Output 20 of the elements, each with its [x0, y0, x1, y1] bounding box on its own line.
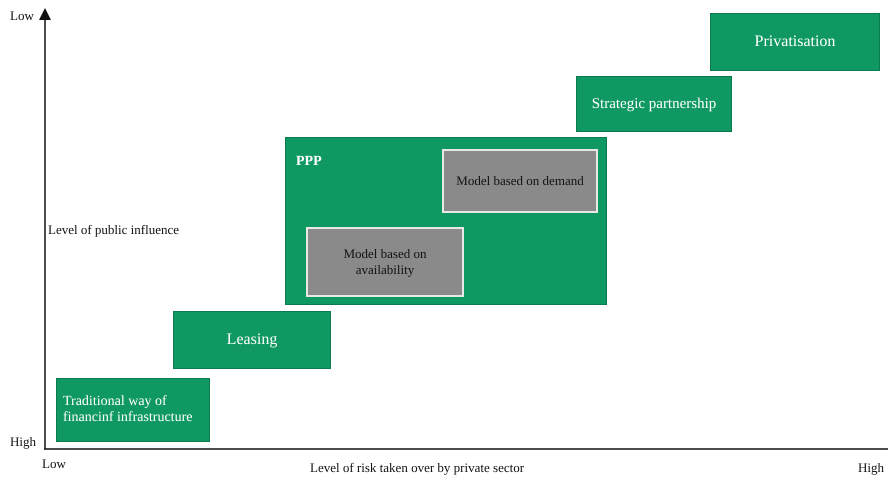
axis-title: Level of risk taken over by private sector	[310, 460, 524, 476]
box-label: Model based on availability	[342, 246, 428, 278]
group-title: PPP	[296, 154, 322, 170]
axis-title: Level of public influence	[48, 222, 180, 238]
box-label: Traditional way of financinf infrastructure	[62, 394, 194, 426]
model-box	[442, 149, 598, 213]
axis-end-label: High	[858, 460, 884, 476]
box-label: Model based on demand	[455, 173, 585, 189]
box-label: Strategic partnership	[590, 96, 718, 112]
model-box	[306, 227, 464, 297]
stage-box	[56, 378, 210, 442]
group-box	[285, 137, 607, 305]
stage-box	[576, 76, 732, 132]
box-label: Leasing	[226, 331, 278, 349]
axis-end-label: Low	[42, 456, 66, 472]
box-label: Privatisation	[754, 33, 836, 51]
stage-box	[173, 311, 331, 369]
stage-box	[710, 13, 880, 71]
axis-end-label: High	[10, 434, 36, 450]
axis-end-label: Low	[10, 8, 34, 24]
